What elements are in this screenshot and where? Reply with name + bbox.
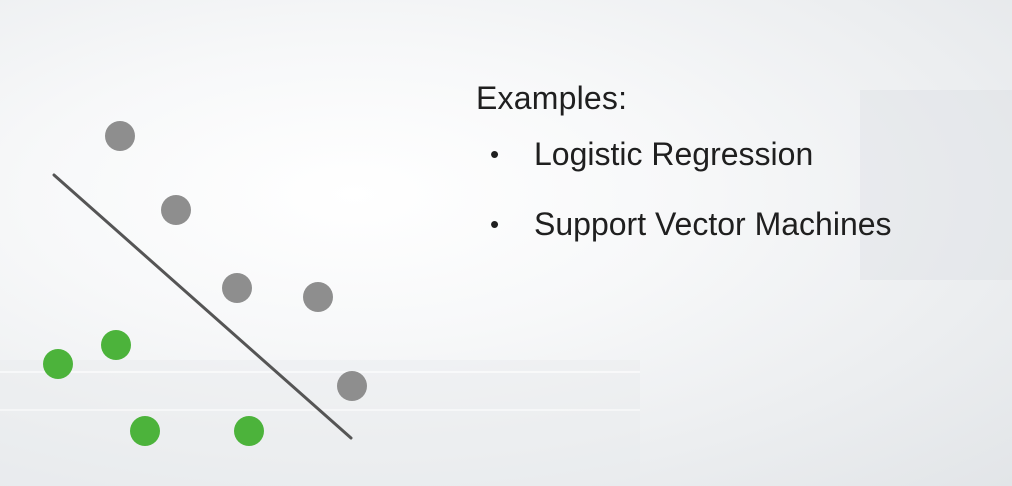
decision-boundary-line — [52, 173, 353, 440]
gray-point — [222, 273, 252, 303]
list-item: • Logistic Regression — [476, 134, 996, 174]
bullet-icon: • — [490, 139, 500, 169]
green-point — [43, 349, 73, 379]
examples-panel: Examples: • Logistic Regression • Suppor… — [476, 72, 996, 274]
gray-point — [303, 282, 333, 312]
green-point — [101, 330, 131, 360]
green-point — [130, 416, 160, 446]
list-item-label: Logistic Regression — [534, 136, 814, 172]
bullet-icon: • — [490, 209, 500, 239]
green-point — [234, 416, 264, 446]
examples-heading: Examples: — [476, 80, 628, 116]
list-item-label: Support Vector Machines — [534, 206, 892, 242]
gray-point — [337, 371, 367, 401]
gray-point — [105, 121, 135, 151]
examples-list: • Logistic Regression • Support Vector M… — [476, 134, 996, 244]
gray-point — [161, 195, 191, 225]
list-item: • Support Vector Machines — [476, 204, 996, 244]
